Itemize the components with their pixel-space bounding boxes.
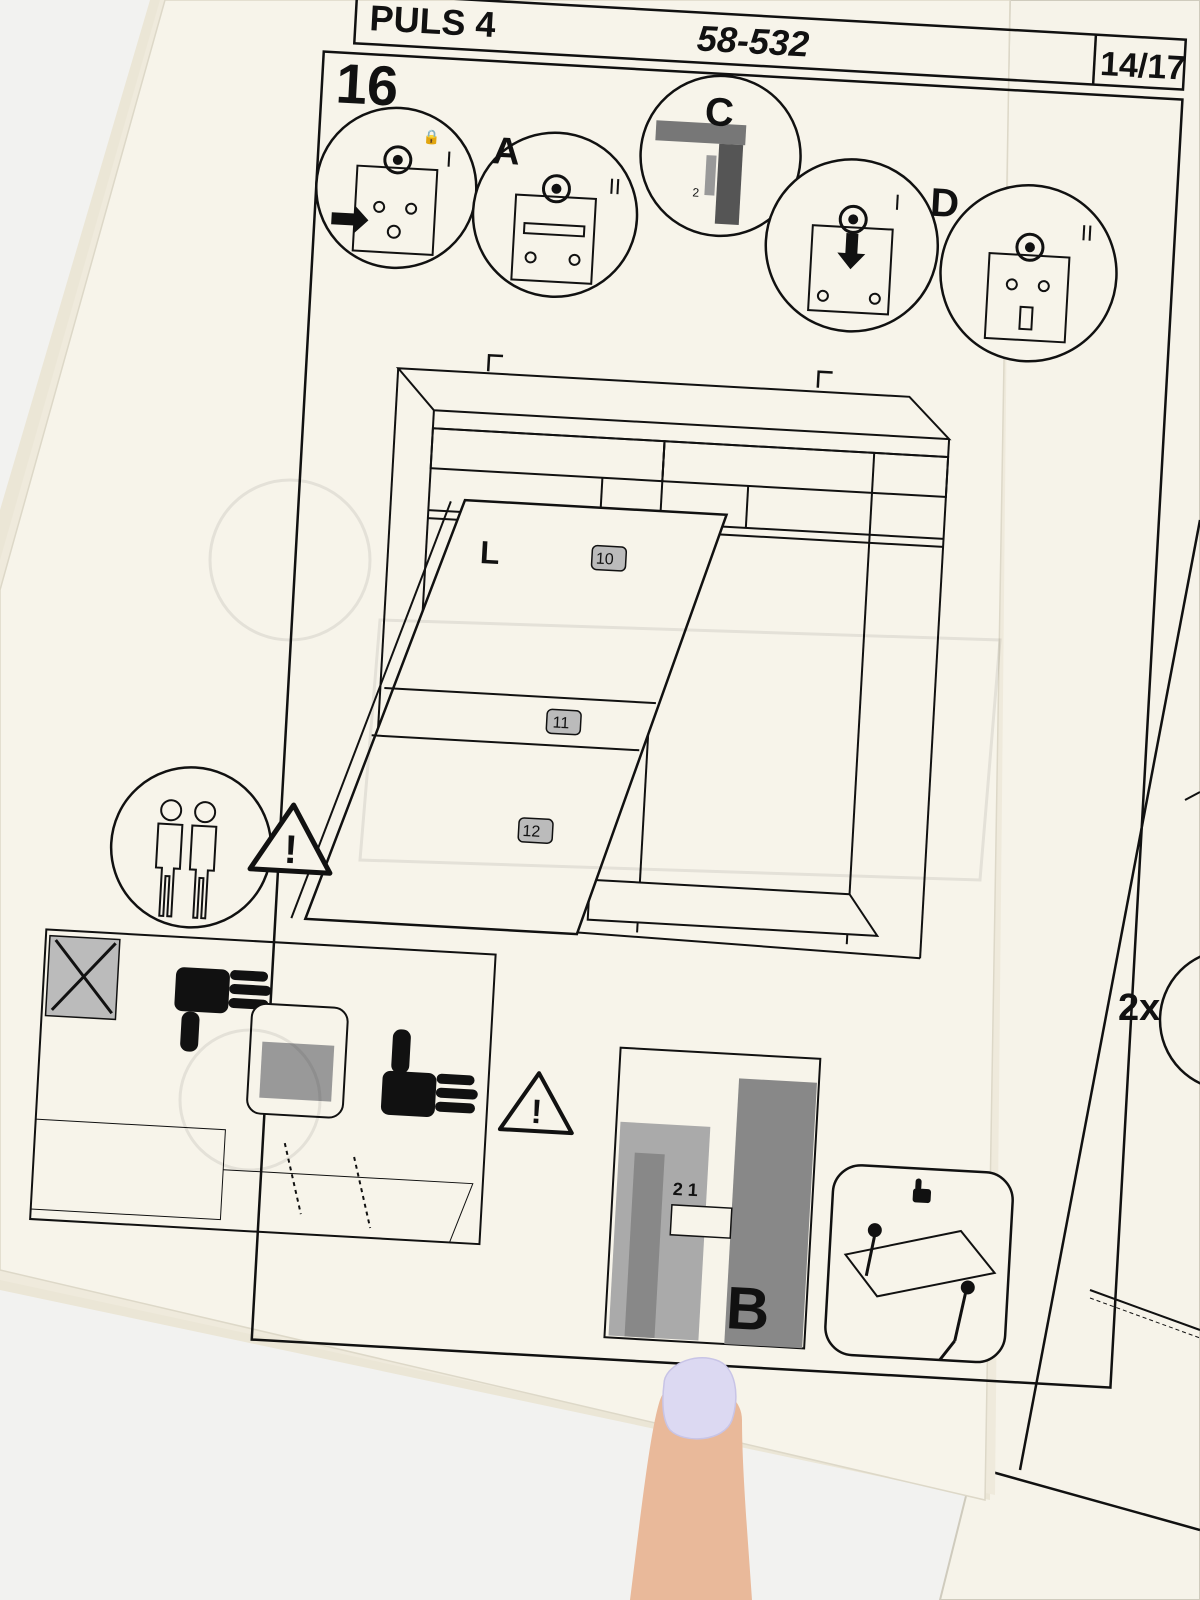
detail-b-label: B	[724, 1274, 771, 1343]
detail-c: C 2	[639, 74, 802, 238]
thumbs-up-icon	[912, 1178, 932, 1204]
model-name: PULS 4	[369, 0, 497, 45]
part-badge	[517, 817, 554, 845]
push-arrow-icon	[331, 205, 369, 234]
detail-d: D I II	[764, 158, 1118, 363]
carry-door-icon	[824, 1164, 1014, 1364]
detail-d-label: D	[929, 181, 960, 227]
down-arrow-icon	[837, 233, 866, 270]
part-number: 11	[552, 714, 570, 732]
detail-c-label: C	[704, 90, 735, 136]
detail-d-step-1: I	[894, 190, 902, 215]
svg-text:!: !	[530, 1093, 543, 1132]
quantity-label: 2x	[1118, 987, 1160, 1029]
wardrobe-drawing	[368, 353, 952, 960]
door-side-label: L	[479, 534, 501, 571]
step-number: 16	[334, 51, 400, 117]
article-number: 58-532	[696, 17, 810, 64]
lock-icon: 🔒	[423, 128, 441, 146]
handling-panel	[29, 928, 497, 1246]
page-number: 14/17	[1099, 45, 1186, 88]
detail-a-step-2: II	[608, 174, 622, 200]
detail-b: 2 1 B	[603, 1046, 822, 1350]
svg-text:!: !	[283, 828, 299, 873]
finger	[630, 1356, 752, 1600]
fingernail	[662, 1356, 737, 1440]
detail-a: 🔒 A I II	[315, 106, 639, 298]
detail-a-label: A	[491, 130, 521, 173]
part-badge	[590, 544, 628, 572]
warning-icon: !	[247, 802, 333, 876]
detail-a-step-1: I	[445, 147, 453, 172]
header-bar: PULS 4 58-532 14/17	[352, 0, 1188, 91]
door-panel: L 10 11 12	[290, 498, 729, 936]
detail-b-marks: 2 1	[672, 1179, 698, 1200]
part-badge	[545, 708, 582, 736]
detail-c-mark: 2	[692, 185, 700, 199]
thumbs-up-icon	[380, 1029, 478, 1117]
detail-d-step-2: II	[1080, 220, 1094, 246]
next-page-detail-circle	[1158, 955, 1200, 1085]
part-number: 10	[595, 551, 614, 569]
warning-icon: !	[497, 1071, 574, 1136]
instruction-page: PULS 4 58-532 14/17 16	[0, 0, 1188, 1501]
bleed-through	[178, 478, 1002, 1172]
part-number: 12	[522, 823, 541, 841]
